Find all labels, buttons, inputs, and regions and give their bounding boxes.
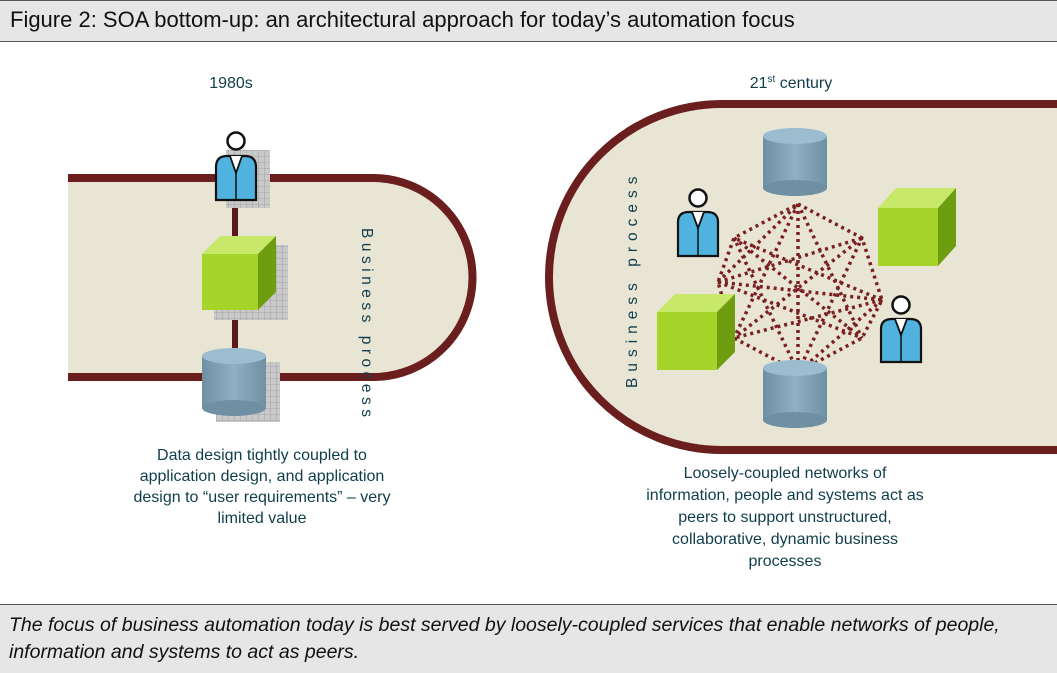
figure-title: Figure 2: SOA bottom-up: an architectura… (10, 7, 795, 32)
left-side-cube-icon (657, 294, 735, 370)
right-person-icon-1 (676, 188, 720, 258)
left-track-label: Business process (358, 228, 375, 421)
right-person-icon-2 (879, 295, 923, 364)
right-track-label: Business process (624, 171, 641, 388)
right-database-icon-top (763, 128, 827, 196)
caption-bar: The focus of business automation today i… (0, 604, 1057, 673)
left-track-border (68, 174, 477, 381)
left-description-line: application design, and application (140, 468, 385, 485)
left-description-line: Data design tightly coupled to (157, 447, 367, 464)
right-description-line: collaborative, dynamic business (672, 531, 898, 548)
left-cube-icon (202, 236, 288, 320)
right-description-line: information, people and systems act as (646, 487, 923, 504)
right-track-border (545, 100, 1057, 454)
left-description-line: design to “user requirements” – very (134, 489, 391, 506)
right-description-line: peers to support unstructured, (678, 509, 891, 526)
soa-diagram: 1980s Business process (68, 74, 1057, 570)
right-description: Loosely-coupled networks of information,… (646, 465, 923, 570)
left-heading: 1980s (209, 75, 253, 92)
right-description-line: processes (749, 553, 822, 570)
left-description-line: limited value (218, 510, 307, 527)
right-database-icon-bottom (763, 360, 827, 428)
left-database-icon (202, 348, 280, 422)
right-description-line: Loosely-coupled networks of (684, 465, 887, 482)
figure-title-bar: Figure 2: SOA bottom-up: an architectura… (0, 0, 1057, 42)
right-heading: 21st century (750, 74, 833, 92)
left-panel: 1980s Business process (68, 75, 477, 527)
figure-caption: The focus of business automation today i… (9, 614, 1000, 663)
left-person-icon (214, 131, 270, 208)
left-description: Data design tightly coupled to applicati… (134, 447, 391, 527)
right-cube-icon (878, 188, 956, 266)
right-panel: 21st century Business process (545, 74, 1057, 570)
